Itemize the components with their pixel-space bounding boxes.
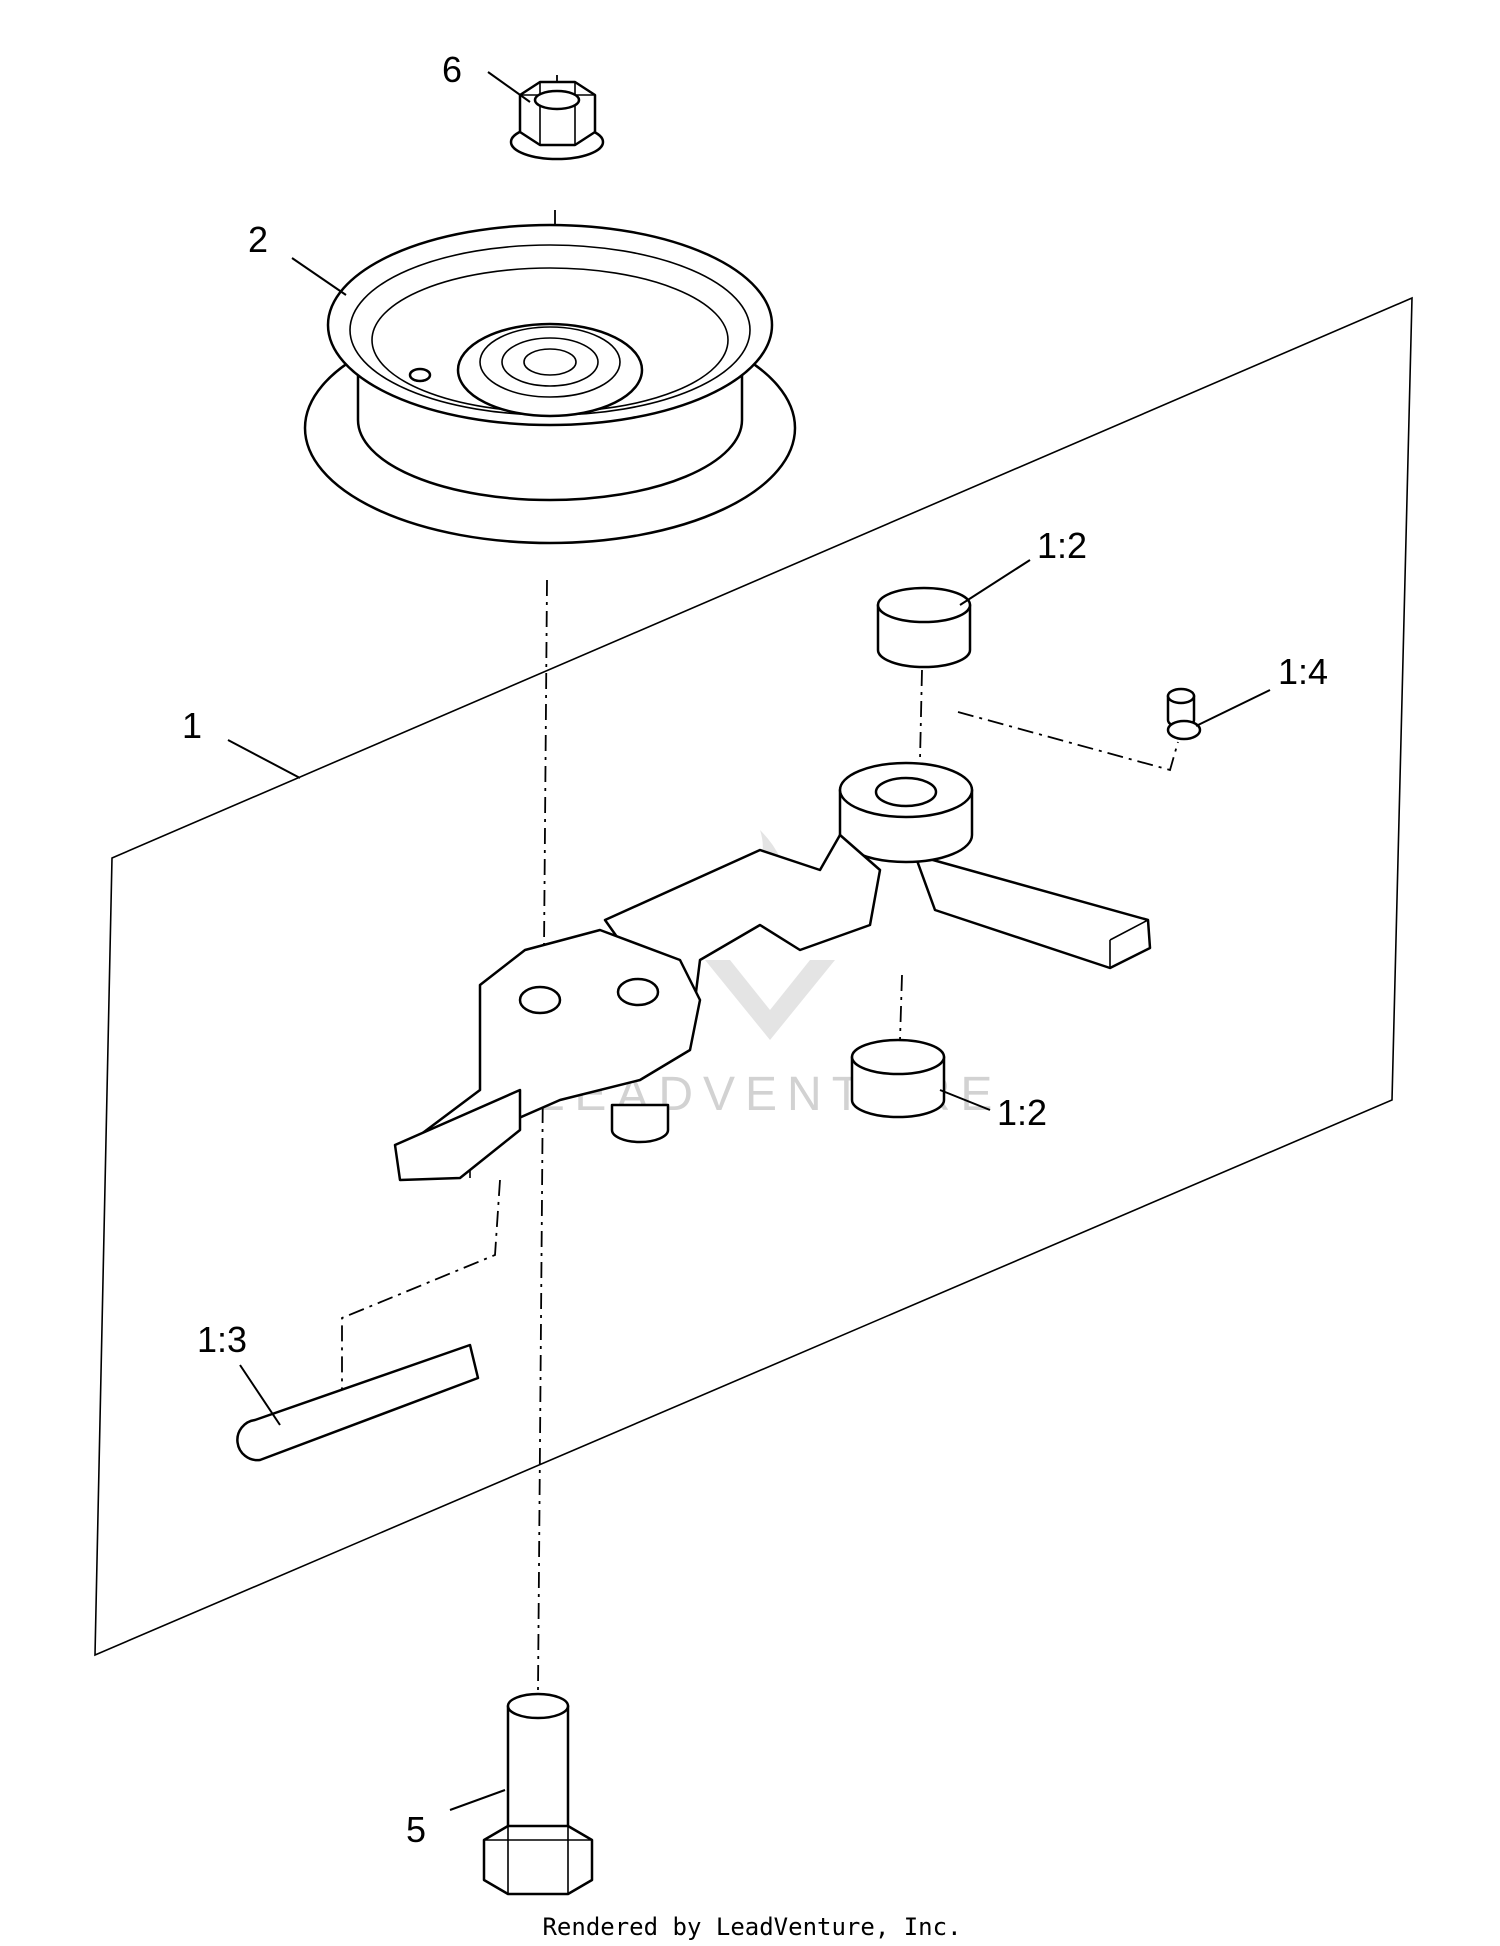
callout-1-2-bottom: 1:2 — [997, 1092, 1047, 1133]
decal-leader-path — [341, 1179, 501, 1412]
idler-arm — [393, 761, 1152, 1182]
callout-1-2-top: 1:2 — [1037, 525, 1087, 566]
callout-1-3: 1:3 — [197, 1319, 247, 1360]
callout-6: 6 — [442, 49, 462, 90]
callout-1: 1 — [182, 705, 202, 746]
assembly-panel — [94, 296, 1413, 1657]
idler-pulley — [303, 223, 797, 545]
leader-lines — [227, 71, 1271, 1811]
bushing-top-axis — [919, 669, 923, 761]
bushing-bottom — [850, 1038, 946, 1119]
grease-fitting-leader-path — [957, 711, 1179, 772]
callout-2: 2 — [248, 219, 268, 260]
bushing-bottom-axis — [899, 974, 903, 1041]
leadventure-logo-icon — [705, 830, 835, 1040]
decal — [236, 1343, 480, 1462]
flange-nut — [509, 80, 605, 161]
callout-1-4: 1:4 — [1278, 651, 1328, 692]
hex-bolt — [482, 1692, 594, 1896]
callout-5: 5 — [406, 1809, 426, 1850]
grease-fitting — [1166, 687, 1202, 741]
bushing-top — [876, 586, 972, 669]
footer-credit: Rendered by LeadVenture, Inc. — [542, 1913, 961, 1941]
